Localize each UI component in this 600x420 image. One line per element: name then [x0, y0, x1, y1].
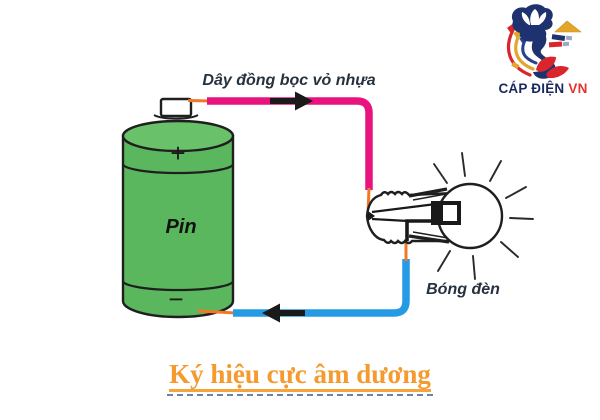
- insulated-wire-blue: [233, 259, 410, 317]
- battery-positive-symbol: +: [170, 138, 186, 168]
- logo-brand: CÁP ĐIỆN: [498, 81, 565, 96]
- bulb-graphic: [365, 182, 504, 250]
- light-rays: [433, 152, 534, 280]
- insulated-wire-pink: [207, 97, 373, 190]
- caption-title: Ký hiệu cực âm dương: [169, 359, 431, 393]
- copper-lead-bottom-left: [197, 309, 237, 315]
- logo-brand-suffix: VN: [568, 81, 588, 96]
- battery-negative-symbol: −: [168, 284, 184, 314]
- wire-positive: [187, 91, 373, 215]
- logo-graphic: [507, 4, 582, 79]
- battery-graphic: [121, 97, 235, 319]
- bulb-label: Bóng đèn: [426, 281, 500, 298]
- wire-negative: [197, 241, 410, 323]
- bulb-glass: [436, 182, 504, 250]
- battery-terminal: [159, 97, 193, 118]
- caption-row: Ký hiệu cực âm dương: [0, 359, 600, 397]
- wire-label: Dây đồng bọc vỏ nhựa: [202, 72, 376, 89]
- current-arrow-left-icon: [262, 303, 305, 323]
- battery-label: Pin: [165, 216, 197, 238]
- caption-link[interactable]: Ký hiệu cực âm dương: [167, 359, 433, 397]
- current-arrow-right-icon: [270, 91, 313, 111]
